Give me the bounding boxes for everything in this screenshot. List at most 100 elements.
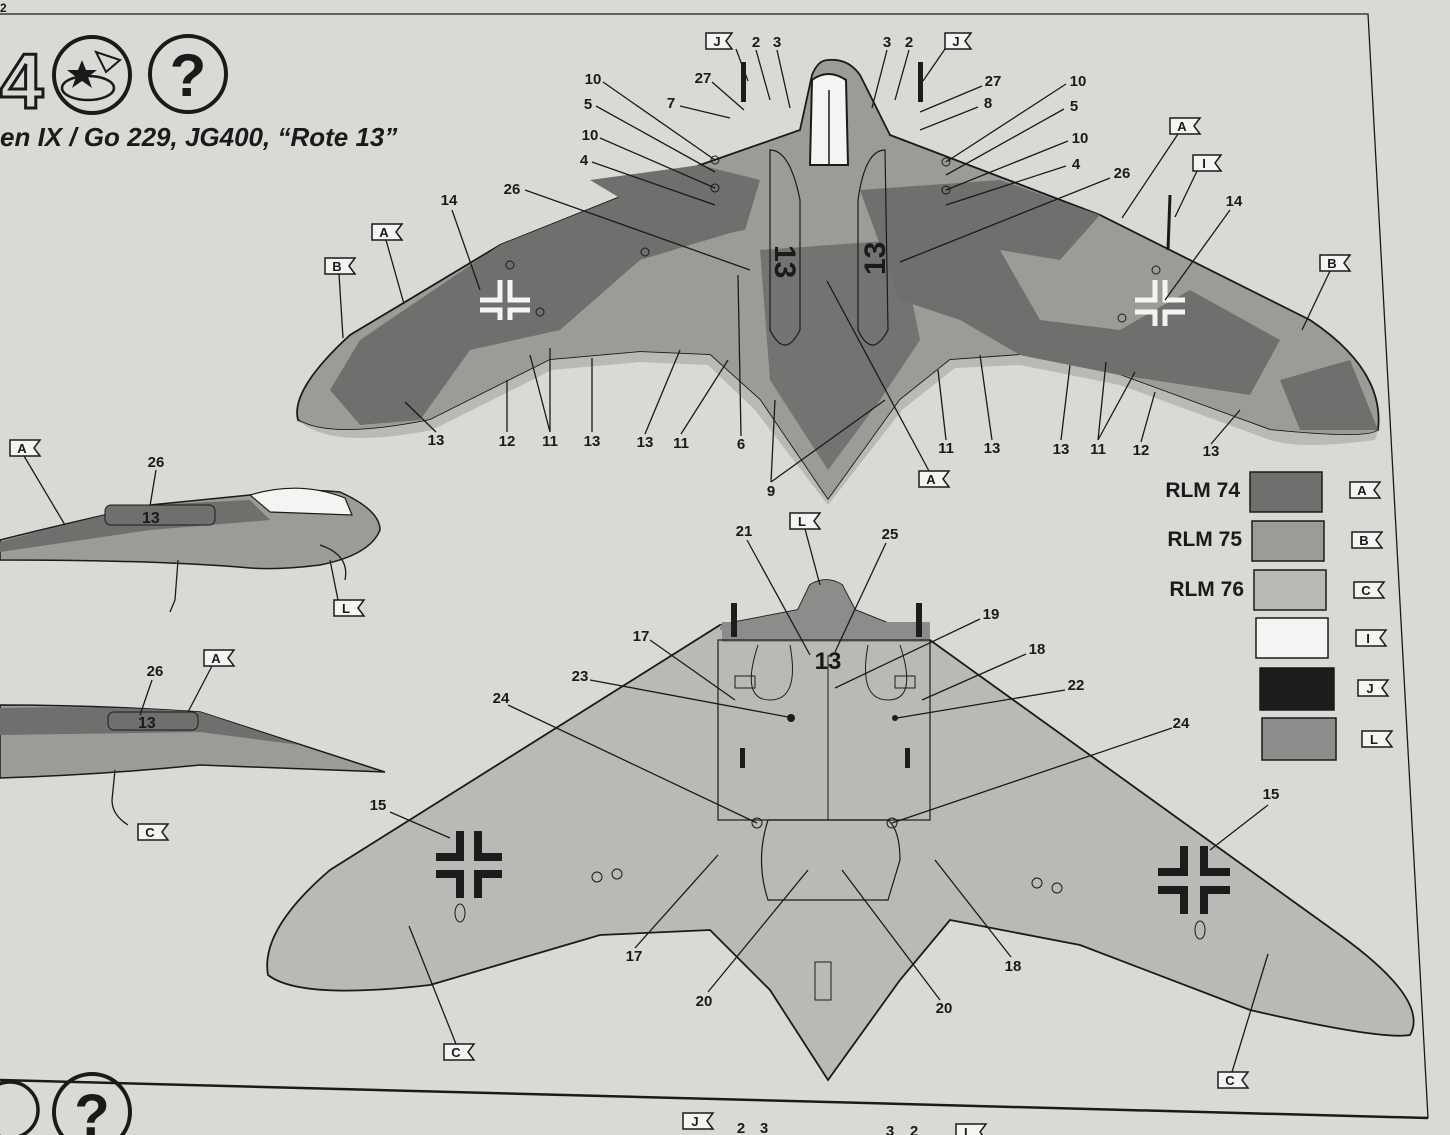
callout-15: 15	[370, 797, 387, 814]
bottom-view-aircraft: 13	[266, 579, 1415, 1082]
legend-swatch-J	[1259, 667, 1335, 711]
flag-B: B	[1301, 254, 1352, 331]
side-upper-callout-26: 26	[148, 454, 165, 471]
flag-A: A	[1121, 117, 1202, 219]
svg-text:J: J	[952, 34, 959, 49]
callout-26: 26	[504, 181, 521, 198]
flag-A: A	[371, 223, 405, 305]
callout-3: 3	[883, 34, 891, 51]
callout-17: 17	[633, 628, 650, 645]
callout-10: 10	[1070, 73, 1087, 90]
legend-swatch-A	[1249, 471, 1323, 513]
flag-B: B	[324, 257, 357, 339]
bottom-fuselage-code: 13	[815, 648, 842, 675]
callout-12: 12	[499, 433, 516, 450]
callout-13: 13	[1053, 441, 1070, 458]
callout-22: 22	[1068, 677, 1085, 694]
callout-11: 11	[938, 440, 954, 457]
flag-J: J	[705, 32, 749, 82]
decal-water-dish-icon	[0, 1080, 40, 1135]
callout-2: 2	[905, 34, 913, 51]
callout-5: 5	[1070, 98, 1078, 115]
flag-L: L	[955, 1123, 988, 1135]
legend-swatch-L	[1261, 717, 1337, 761]
svg-text:I: I	[1366, 631, 1370, 646]
callout-8: 8	[984, 95, 992, 112]
side-lower-code: 13	[138, 715, 156, 732]
callout-17: 17	[626, 948, 643, 965]
callout-11: 11	[673, 435, 689, 452]
legend-swatch-I	[1255, 617, 1329, 659]
flag-A: A	[826, 280, 951, 488]
svg-text:J: J	[691, 1114, 698, 1129]
top-view-aircraft: 13 13	[296, 58, 1380, 505]
legend-flag-A: A	[1349, 481, 1382, 499]
question-icon	[52, 1072, 132, 1135]
camo-patch-right-tip	[1280, 360, 1378, 430]
callout-10: 10	[1072, 130, 1089, 147]
decal-water-dish-icon	[52, 35, 132, 115]
camo-patch-left-inner	[590, 165, 760, 240]
left-engine-cowl	[769, 149, 801, 346]
top-view-flags: J J A I A B B A	[324, 32, 1352, 488]
page-title: en IX / Go 229, JG400, “Rote 13”	[0, 122, 397, 152]
callout-2: 2	[752, 34, 760, 51]
side-view-lower: 13 26 A C	[0, 649, 386, 841]
svg-text:A: A	[926, 472, 936, 487]
flag-C: C	[1217, 953, 1269, 1089]
legend-flag-J: J	[1357, 679, 1390, 697]
callout-18: 18	[1029, 641, 1046, 658]
svg-text:C: C	[1225, 1073, 1235, 1088]
svg-text:L: L	[1370, 732, 1378, 747]
callout-25: 25	[882, 526, 899, 543]
legend-swatch-B	[1251, 520, 1325, 562]
callout-27: 27	[985, 73, 1002, 90]
svg-text:A: A	[379, 225, 389, 240]
callout-13: 13	[1203, 443, 1220, 460]
svg-text:L: L	[342, 601, 350, 616]
top-gun-right	[918, 62, 923, 102]
page-border	[0, 13, 1429, 1119]
flag-J: J	[682, 1112, 715, 1130]
flag-C: C	[137, 823, 170, 841]
callout-9: 9	[767, 483, 775, 500]
bottom-view-callouts: 21 25 19 17 18 23 22 24 24 15 15 17 18 2…	[370, 523, 1280, 1017]
callout-20: 20	[696, 993, 713, 1010]
callout-10: 10	[582, 127, 599, 144]
svg-text:B: B	[332, 259, 341, 274]
step-number: 4	[0, 37, 43, 125]
antenna-mast	[1166, 194, 1172, 251]
legend-flag-L: L	[1361, 730, 1394, 748]
callout-12: 12	[1133, 442, 1150, 459]
legend-swatch-C	[1253, 569, 1327, 611]
callout-14: 14	[1226, 193, 1243, 210]
question-icon: ?	[148, 34, 228, 114]
callout-14: 14	[441, 192, 458, 209]
callout-18: 18	[1005, 958, 1022, 975]
callout-13: 13	[584, 433, 601, 450]
svg-text:A: A	[1357, 483, 1367, 498]
legend-flag-B: B	[1351, 531, 1384, 549]
flag-J: J	[922, 32, 973, 82]
fragment-callout: 2	[910, 1123, 918, 1135]
fragment-callout: 3	[760, 1120, 768, 1135]
next-step-fragment: ? J 2 3 3 2 L	[0, 1072, 988, 1135]
svg-text:J: J	[1366, 681, 1373, 696]
side-upper-code: 13	[142, 510, 160, 527]
svg-text:C: C	[451, 1045, 461, 1060]
fragment-callout: 2	[737, 1120, 745, 1135]
top-fuselage-code-right: 13	[859, 242, 892, 275]
bottom-gun-right	[916, 603, 922, 637]
legend-label-rlm74: RLM 74	[1165, 479, 1240, 502]
top-view-callouts: 2 3 3 2 27 27 10 10 7 8 5 5 10 10 4 4 26…	[404, 34, 1243, 500]
svg-text:C: C	[1361, 583, 1371, 598]
callout-4: 4	[580, 152, 589, 169]
callout-6: 6	[737, 436, 745, 453]
callout-10: 10	[585, 71, 602, 88]
right-engine-cowl	[857, 149, 889, 346]
corner-number: 2	[0, 1, 7, 15]
flag-L: L	[329, 559, 366, 617]
callout-24: 24	[1173, 715, 1190, 732]
bottom-left-balkenkreuz	[436, 831, 502, 898]
callout-24: 24	[493, 690, 510, 707]
